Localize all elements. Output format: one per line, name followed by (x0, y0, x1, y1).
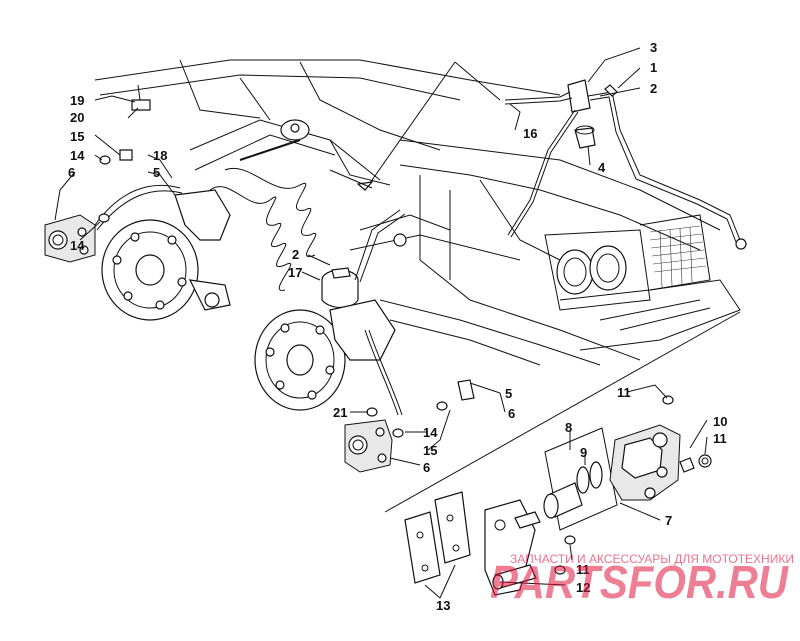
brake-pads (404, 491, 471, 584)
callout-8: 8 (565, 420, 572, 435)
caliper-bracket (484, 499, 576, 596)
callout-19: 19 (70, 93, 84, 108)
callout-13: 13 (436, 598, 450, 613)
callout-7: 7 (665, 513, 672, 528)
left-wheel-assembly (44, 84, 317, 321)
callout-17: 17 (288, 265, 302, 280)
exploded-caliper-parts (384, 311, 741, 596)
callout-14-b: 14 (70, 238, 85, 253)
callout-4: 4 (598, 160, 606, 175)
shock-spring (209, 119, 317, 291)
callout-labels: 3 1 2 16 4 19 20 15 14 18 5 6 14 2 17 5 … (68, 40, 727, 613)
left-brake-caliper (44, 214, 96, 263)
callout-21: 21 (333, 405, 347, 420)
leader-lines (54, 47, 708, 599)
callout-2-b: 2 (292, 247, 299, 262)
watermark-subtext: ЗАПЧАСТИ И АКСЕССУАРЫ ДЛЯ МОТОТЕХНИКИ (510, 552, 794, 566)
callout-14: 14 (70, 148, 85, 163)
caliper-housing (609, 424, 681, 501)
callout-18: 18 (153, 148, 167, 163)
callout-6: 6 (68, 165, 75, 180)
callout-5-b: 5 (505, 386, 512, 401)
callout-9: 9 (580, 445, 587, 460)
callout-10: 10 (713, 414, 727, 429)
right-wheel-assembly (254, 209, 475, 473)
callout-14-c: 14 (423, 425, 438, 440)
callout-11-c: 11 (576, 562, 590, 577)
atv-frame (94, 59, 741, 366)
right-brake-caliper (344, 419, 393, 473)
callout-5: 5 (153, 165, 160, 180)
callout-20: 20 (70, 110, 84, 125)
callout-2: 2 (650, 81, 657, 96)
brake-line-assembly (329, 61, 747, 250)
watermark-text: PARTSFOR.RU (490, 556, 790, 608)
callout-1: 1 (650, 60, 657, 75)
callout-3: 3 (650, 40, 657, 55)
callout-16: 16 (523, 126, 537, 141)
callout-12: 12 (576, 580, 590, 595)
caliper-piston (543, 482, 583, 519)
watermark-logo: ЗАПЧАСТИ И АКСЕССУАРЫ ДЛЯ МОТОТЕХНИКИ PA… (490, 552, 794, 608)
callout-6-c: 6 (423, 460, 430, 475)
callout-15: 15 (70, 129, 84, 144)
callout-11-b: 11 (713, 431, 727, 446)
callout-6-b: 6 (508, 406, 515, 421)
callout-11: 11 (617, 385, 631, 400)
grille-mesh (649, 225, 707, 289)
callout-15-b: 15 (423, 443, 437, 458)
